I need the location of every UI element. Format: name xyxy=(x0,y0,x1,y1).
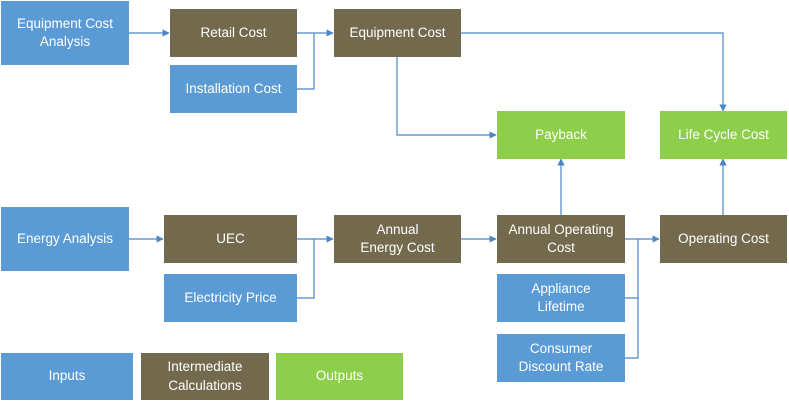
edge-equipment-cost-to-life-cycle xyxy=(461,32,727,112)
node-equipment-cost-analysis: Equipment Cost Analysis xyxy=(1,1,129,65)
edge-equipment-cost-to-payback xyxy=(396,57,497,139)
node-life-cycle-cost: Life Cycle Cost xyxy=(660,111,787,159)
node-installation-cost: Installation Cost xyxy=(170,65,297,113)
node-annual-operating-cost: Annual Operating Cost xyxy=(497,215,625,263)
node-equipment-cost: Equipment Cost xyxy=(334,9,461,57)
legend-intermediate-calculations: Intermediate Calculations xyxy=(141,353,269,400)
node-uec: UEC xyxy=(164,215,297,263)
node-retail-cost: Retail Cost xyxy=(170,9,297,57)
legend-inputs: Inputs xyxy=(1,353,133,400)
node-operating-cost: Operating Cost xyxy=(660,215,787,263)
node-energy-analysis: Energy Analysis xyxy=(1,207,129,271)
edge-installation-to-join xyxy=(297,33,315,90)
legend-outputs: Outputs xyxy=(276,353,403,400)
edge-discount-rate-to-join xyxy=(625,298,639,359)
node-electricity-price: Electricity Price xyxy=(164,274,297,322)
edge-lifetime-to-join xyxy=(625,239,639,299)
node-payback: Payback xyxy=(497,111,625,159)
edge-electricity-to-join xyxy=(297,239,315,299)
node-annual-energy-cost: Annual Energy Cost xyxy=(334,215,461,263)
node-appliance-lifetime: Appliance Lifetime xyxy=(497,274,625,322)
node-consumer-discount-rate: Consumer Discount Rate xyxy=(497,334,625,382)
